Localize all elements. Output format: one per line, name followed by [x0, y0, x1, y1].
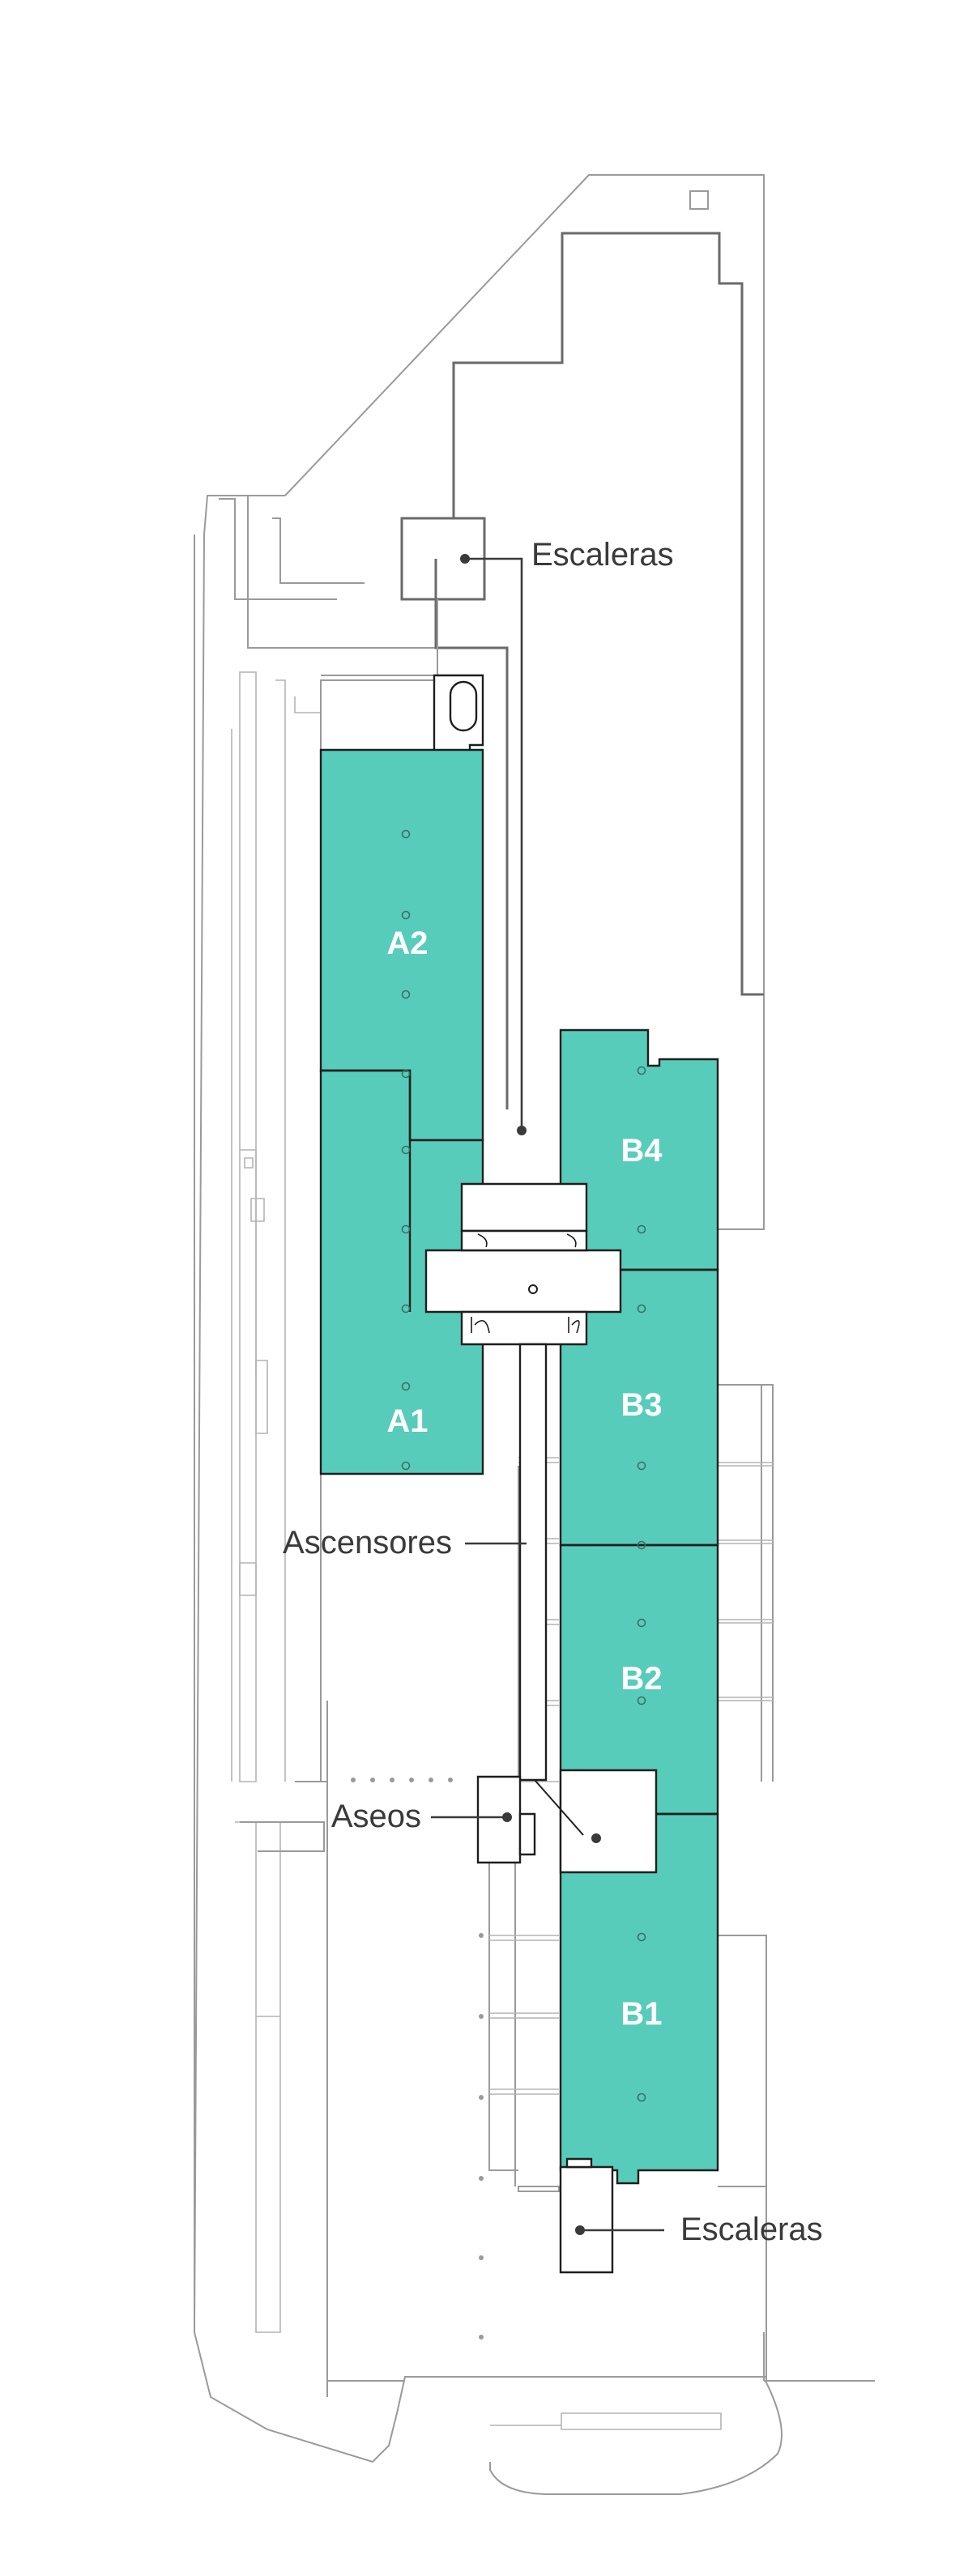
spaces-layer	[319, 748, 719, 2185]
toilet-dots	[351, 1778, 484, 2340]
building-outline	[193, 174, 875, 2495]
space-labels: A2 A1 B4 B3 B2 B1	[386, 926, 663, 2032]
elevator-shaft	[518, 1343, 548, 1782]
callout-label-stairs-south: Escaleras	[680, 2212, 823, 2247]
space-label-a1: A1	[386, 1403, 428, 1439]
callout-elevators: Ascensores	[283, 1525, 527, 1561]
column-markers	[401, 829, 646, 2102]
space-label-a2: A2	[386, 926, 428, 961]
callout-stairs-south: Escaleras	[575, 2212, 823, 2247]
callout-label-stairs-north: Escaleras	[531, 537, 674, 573]
callout-stairs-north: Escaleras	[460, 537, 674, 1135]
callout-toilets: Aseos	[331, 1799, 601, 1843]
space-label-b1: B1	[620, 1996, 662, 2032]
toilet-core	[476, 1775, 522, 1864]
stairs-south-core	[559, 2165, 614, 2274]
callout-label-elevators: Ascensores	[283, 1525, 452, 1561]
space-label-b3: B3	[620, 1387, 662, 1423]
core-layer	[424, 1182, 658, 2274]
space-label-b2: B2	[620, 1661, 662, 1697]
elevator-lobby	[424, 1249, 622, 1314]
service-core	[559, 1769, 658, 1874]
space-label-b4: B4	[620, 1133, 663, 1169]
callout-label-toilets: Aseos	[331, 1799, 421, 1834]
elevator-lobby-upper	[460, 1182, 588, 1233]
